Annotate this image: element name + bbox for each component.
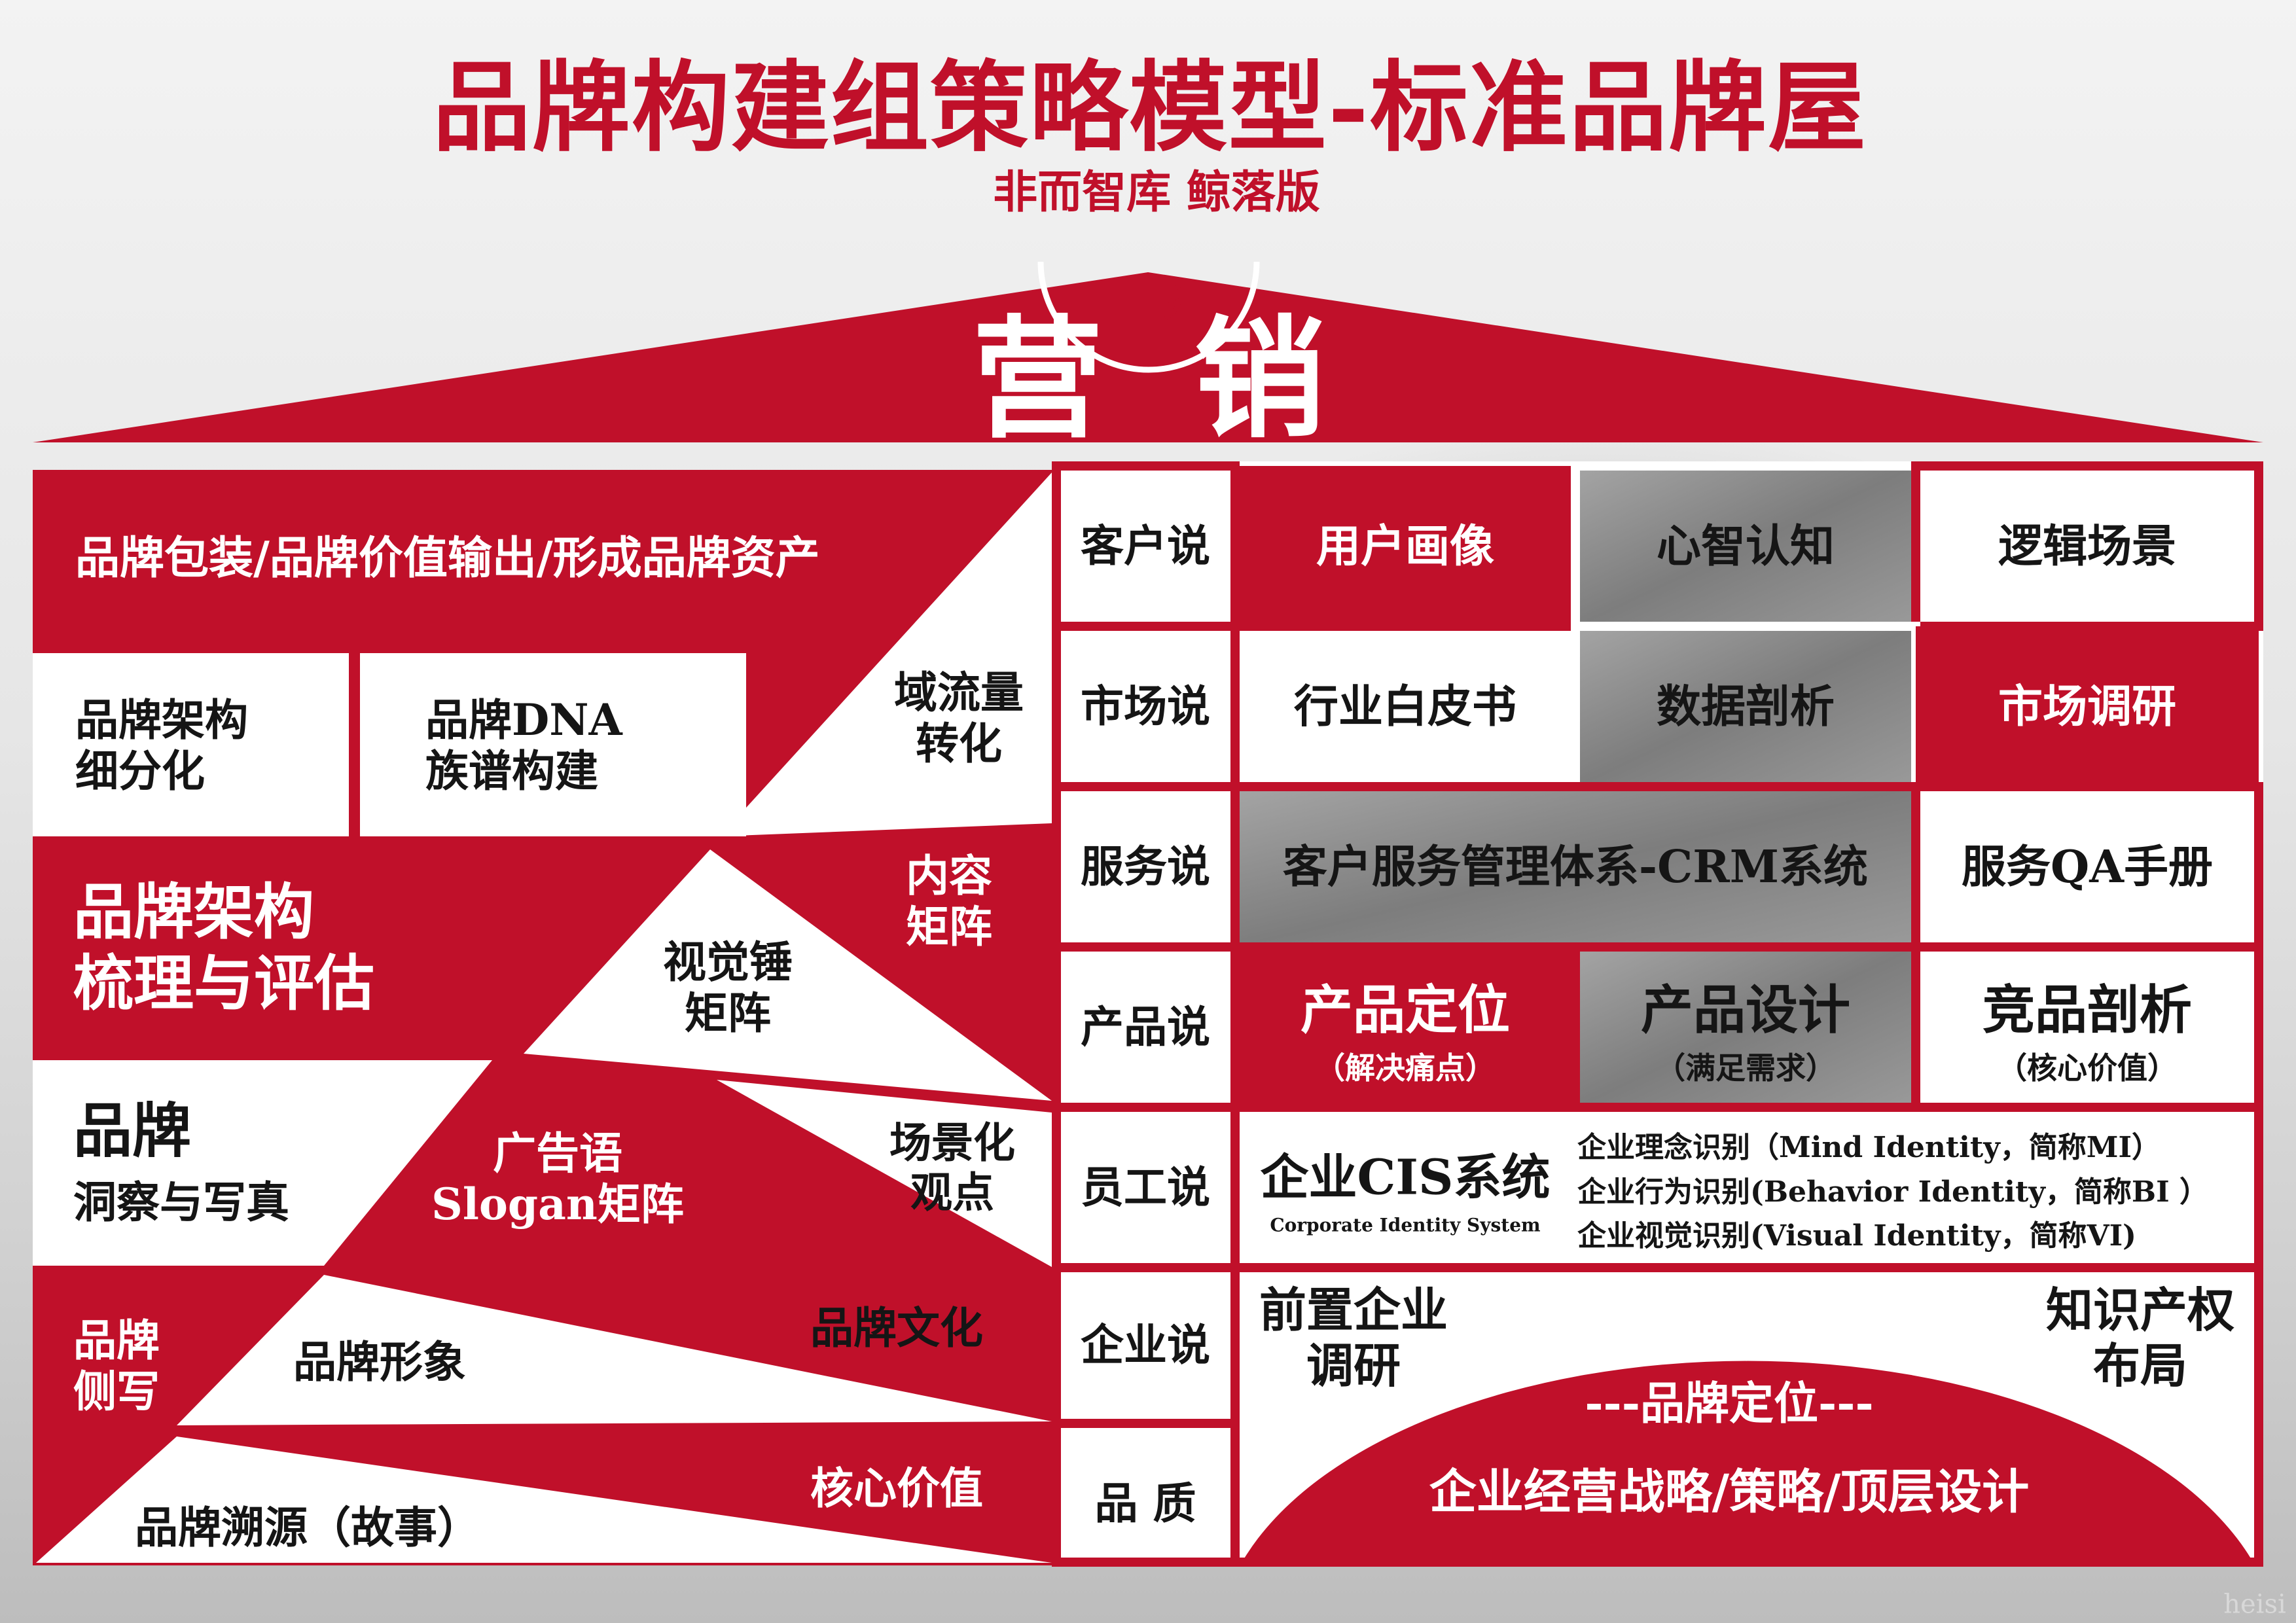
qa-manual-text: 服务QA手册 <box>1962 840 2213 893</box>
core-value-label: 核心价值 <box>810 1463 983 1514</box>
roof-badge <box>1037 261 1260 373</box>
visual-hammer-label: 视觉锤 矩阵 <box>663 936 793 1039</box>
product-design-sub: （满足需求） <box>1655 1050 1836 1086</box>
competitor-sub: （核心价值） <box>1997 1050 2178 1086</box>
cis-subtitle: Corporate Identity System <box>1270 1214 1541 1236</box>
crm-text: 客户服务管理体系-CRM系统 <box>1282 840 1869 893</box>
logic-scene-text: 逻辑场景 <box>1998 520 2177 573</box>
row-label-customer: 客户说 <box>1081 520 1210 572</box>
arch-seg-2-box <box>360 653 746 836</box>
domain-flow-wedge <box>720 473 1052 836</box>
scene-wedge <box>717 1080 1052 1267</box>
label-column <box>1052 461 1240 1567</box>
row-label-enterprise: 企业说 <box>1081 1319 1210 1371</box>
cis-item-vi: 企业视觉识别(Visual Identity，简称VI) <box>1577 1219 2137 1253</box>
row-label-service: 服务说 <box>1081 841 1210 893</box>
cell-qa-manual <box>1911 782 2263 952</box>
row-label-market: 市场说 <box>1081 681 1210 732</box>
whitepaper-text: 行业白皮书 <box>1293 680 1517 733</box>
ip-layout-text: 知识产权 布局 <box>2045 1282 2235 1393</box>
competitor-text: 竞品剖析 <box>1982 978 2192 1041</box>
roof <box>33 272 2263 442</box>
brand-dna-label: 品牌DNA 族谱构建 <box>425 694 622 796</box>
row-label-staff: 员工说 <box>1081 1162 1210 1213</box>
visual-hammer-triangle <box>524 849 1052 1101</box>
strategy-text: 企业经营战略/策略/顶层设计 <box>1429 1463 2030 1520</box>
cell-cis <box>1230 1103 2263 1272</box>
page-subtitle: 非而智库 鲸落版 <box>993 166 1320 219</box>
cell-user-portrait <box>1235 466 1575 626</box>
domain-flow-label: 域流量 转化 <box>894 667 1024 769</box>
image-band <box>177 1275 1052 1425</box>
row-label-product: 产品说 <box>1081 1001 1210 1053</box>
content-matrix-label: 内容 矩阵 <box>906 850 992 952</box>
brand-image-label: 品牌形象 <box>293 1336 466 1388</box>
cell-product-position <box>1235 947 1575 1107</box>
product-position-text: 产品定位 <box>1300 978 1510 1041</box>
slogan-matrix-label: 广告语 Slogan矩阵 <box>431 1128 684 1230</box>
insight-title: 品牌 <box>73 1096 191 1166</box>
cell-product-design <box>1571 942 1920 1112</box>
row-label-quality: 品 质 <box>1094 1478 1196 1529</box>
product-design-text: 产品设计 <box>1641 978 1850 1041</box>
data-analysis-text: 数据剖析 <box>1656 680 1835 733</box>
brand-asset-banner: 品牌包装/品牌价值输出/形成品牌资产 <box>75 531 820 584</box>
arch-eval-label: 品牌架构 梳理与评估 <box>73 876 375 1018</box>
brand-story-label: 品牌溯源（故事） <box>135 1502 480 1554</box>
positioning-dome <box>1244 1361 2251 1560</box>
scene-view-label: 场景化 观点 <box>889 1118 1015 1217</box>
watermark: heisi <box>2223 1589 2286 1620</box>
arch-seg-1-box <box>33 653 349 836</box>
brand-culture-label: 品牌文化 <box>810 1302 983 1354</box>
cell-market-research <box>1916 626 2259 787</box>
roof-badge-label: 市场 <box>1105 275 1192 327</box>
insight-box <box>33 1060 492 1266</box>
story-band <box>36 1436 1052 1563</box>
brand-positioning-text: ---品牌定位--- <box>1585 1377 1874 1430</box>
side-write-label: 品牌 侧写 <box>73 1315 160 1417</box>
cell-whitepaper <box>1230 622 1580 791</box>
roof-title: 营 销 <box>972 302 1325 456</box>
cis-item-bi: 企业行为识别(Behavior Identity，简称BI ） <box>1577 1175 2208 1209</box>
pre-research-text: 前置企业 调研 <box>1259 1282 1448 1393</box>
cell-data-analysis <box>1571 622 1920 791</box>
market-research-text: 市场调研 <box>1998 680 2177 733</box>
arch-segment-label: 品牌架构 细分化 <box>75 694 248 796</box>
product-position-sub: （解决痛点） <box>1315 1050 1496 1086</box>
mind-cognition-text: 心智认知 <box>1656 520 1835 573</box>
cis-title: 企业CIS系统 <box>1260 1149 1551 1206</box>
user-portrait-text: 用户画像 <box>1316 520 1495 573</box>
page-title: 品牌构建组策略模型-标准品牌屋 <box>432 50 1868 166</box>
insight-subtitle: 洞察与写真 <box>73 1177 289 1228</box>
cis-item-mi: 企业理念识别（Mind Identity，简称MI） <box>1577 1131 2161 1165</box>
cell-crm <box>1230 782 1920 952</box>
